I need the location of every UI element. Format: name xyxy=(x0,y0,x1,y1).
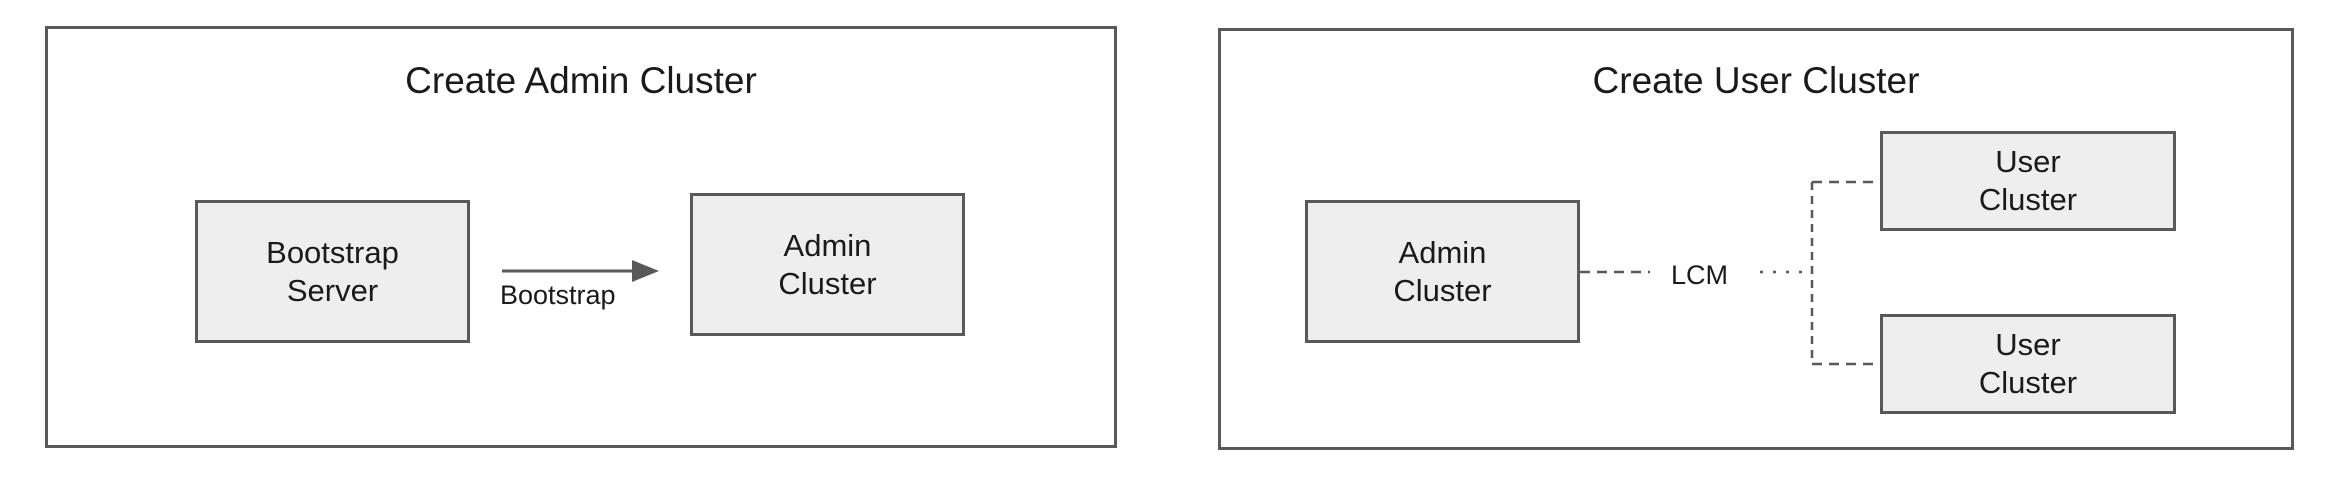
user-cluster-node-top: User Cluster xyxy=(1880,131,2176,231)
bootstrap-arrow-label: Bootstrap xyxy=(500,280,616,310)
lcm-link-label: LCM xyxy=(1671,260,1729,290)
admin-cluster-node-lcm: Admin Cluster xyxy=(1305,200,1580,343)
user-cluster-node-bottom: User Cluster xyxy=(1880,314,2176,414)
panel-title-create-user-cluster: Create User Cluster xyxy=(1592,60,1920,101)
bootstrap-server-node: Bootstrap Server xyxy=(195,200,470,343)
admin-cluster-node: Admin Cluster xyxy=(690,193,965,336)
panel-title-create-admin-cluster: Create Admin Cluster xyxy=(405,60,757,101)
